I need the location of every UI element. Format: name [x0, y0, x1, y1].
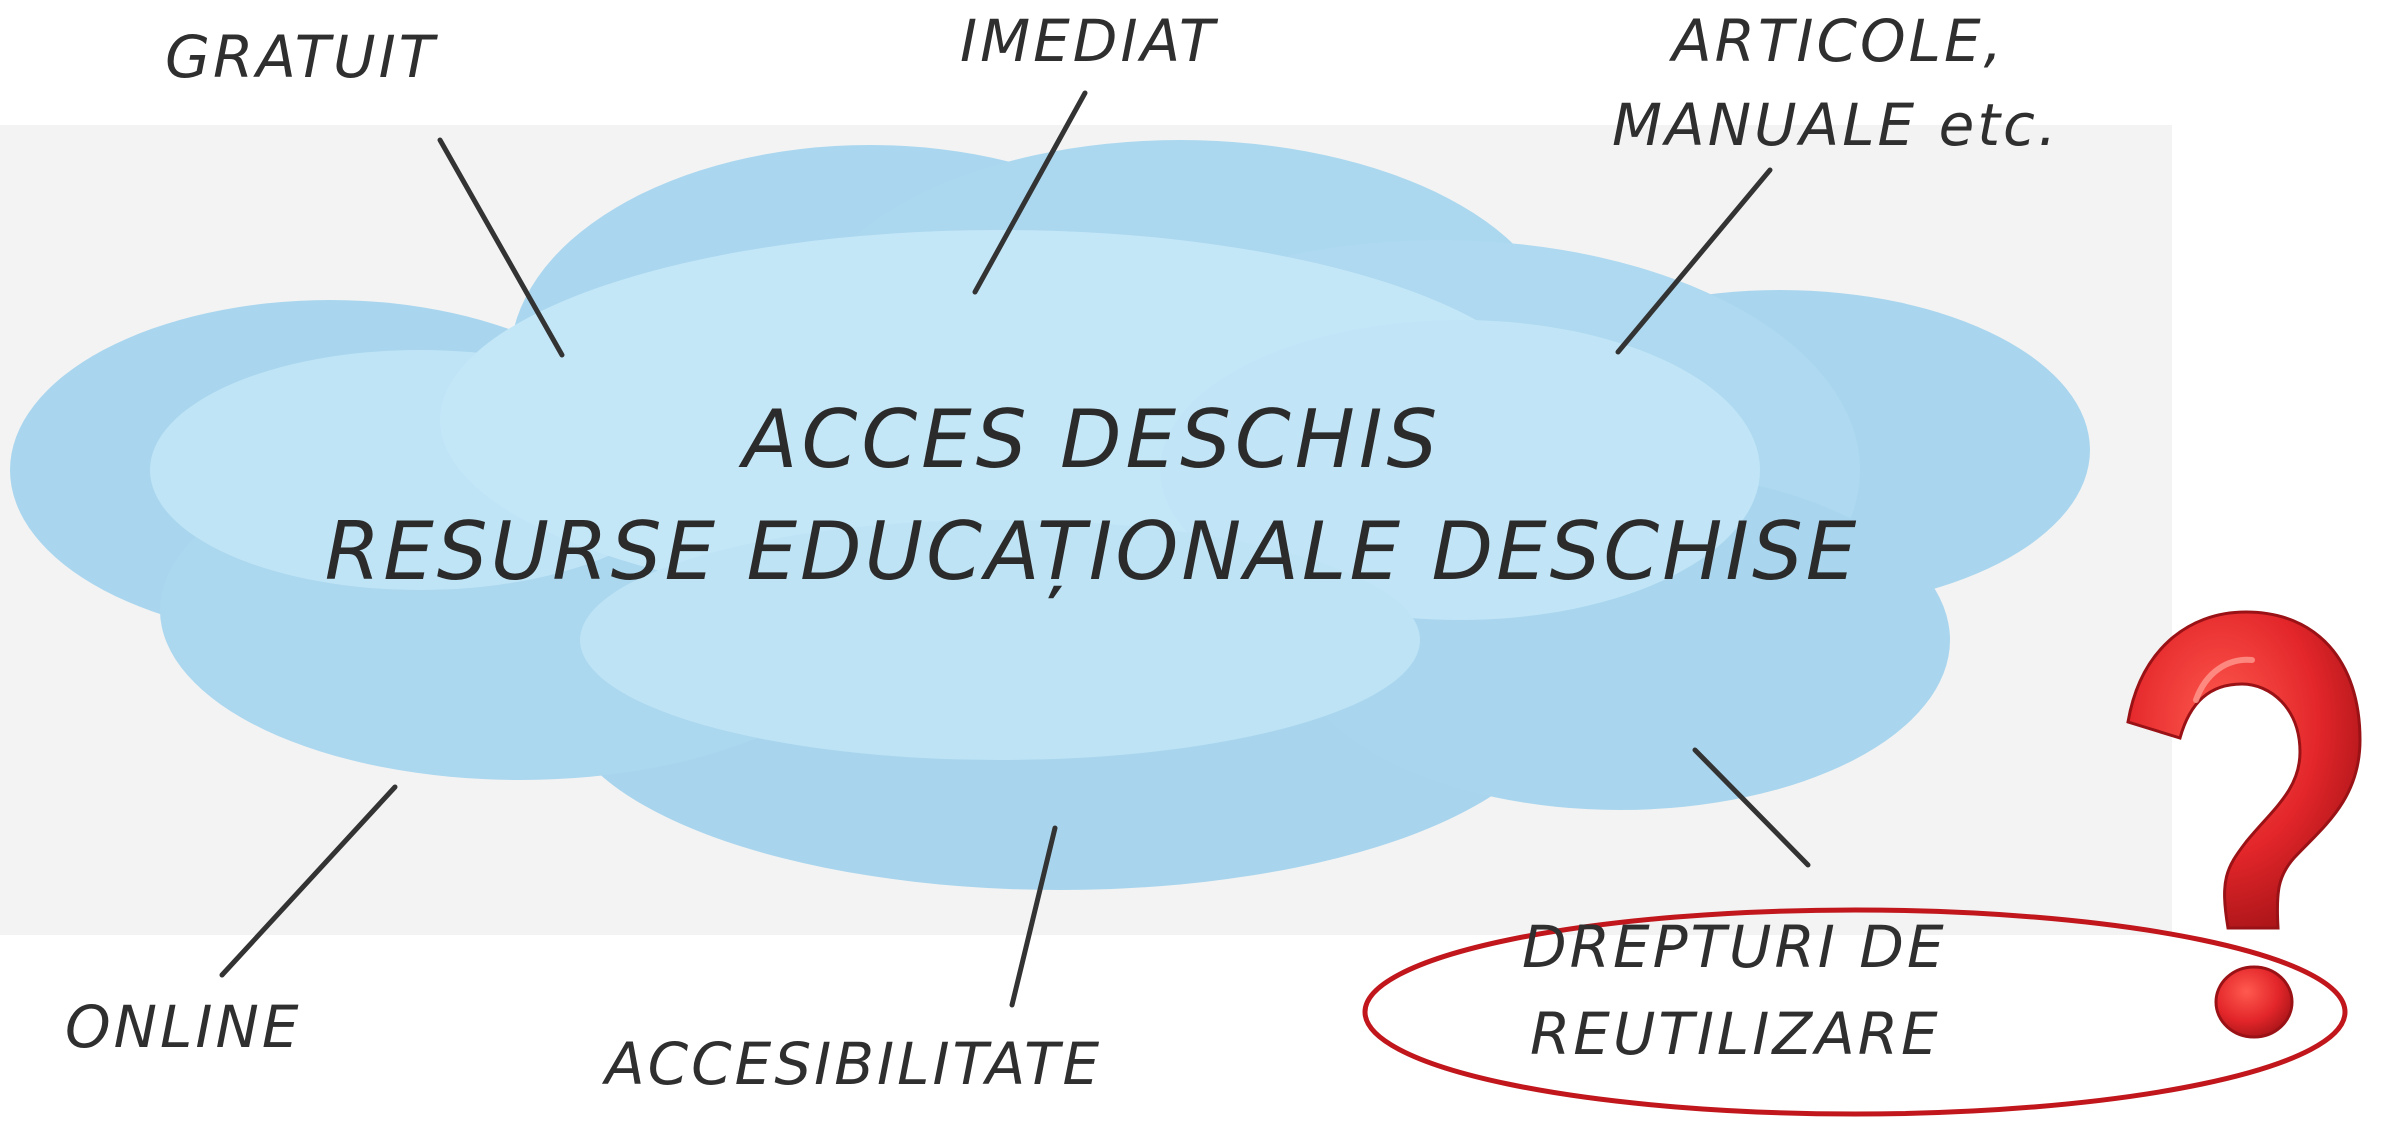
- connector-accesibilitate: [1009, 825, 1058, 1008]
- connector-online: [219, 784, 398, 978]
- connector-lines: [219, 90, 1811, 1008]
- label-imediat: IMEDIAT: [960, 7, 1218, 75]
- question-mark-icon: [2126, 610, 2362, 1039]
- label-articole-line2: MANUALE etc.: [1612, 91, 2060, 159]
- highlight-ellipse: [1362, 907, 2348, 1117]
- connector-articole: [1615, 167, 1773, 355]
- label-articole-line1: ARTICOLE,: [1672, 7, 2006, 75]
- connector-drepturi: [1692, 747, 1811, 868]
- cloud-shape: [10, 140, 2090, 890]
- label-online: ONLINE: [65, 993, 302, 1061]
- label-gratuit: GRATUIT: [165, 23, 438, 91]
- label-drepturi-line1: DREPTURI DE: [1522, 913, 1947, 981]
- connector-gratuit: [437, 137, 565, 358]
- label-drepturi-line2: REUTILIZARE: [1530, 1000, 1941, 1068]
- label-accesibilitate: ACCESIBILITATE: [605, 1030, 1103, 1098]
- center-title-line1: ACCES DESCHIS: [742, 393, 1442, 486]
- connector-imediat: [972, 90, 1088, 295]
- center-title-line2: RESURSE EDUCAȚIONALE DESCHISE: [324, 505, 1860, 598]
